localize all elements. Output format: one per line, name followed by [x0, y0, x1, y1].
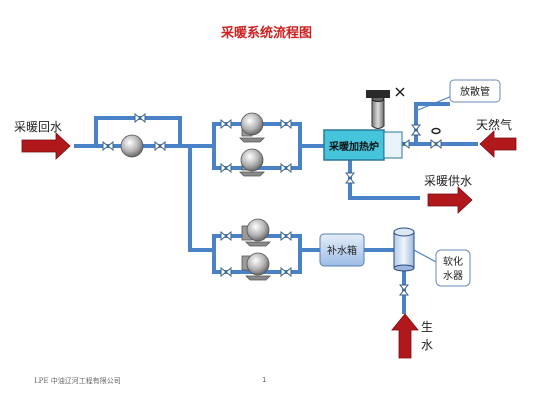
- natural-gas-label: 天然气: [476, 118, 513, 132]
- supply-arrow-icon: [427, 186, 473, 214]
- supply-water-label: 采暖供水: [424, 174, 473, 188]
- heater-box: [323, 129, 385, 161]
- flow-arrows: [21, 130, 517, 359]
- diagram-title: 采暖系统流程图: [220, 26, 312, 41]
- valves: [102, 112, 442, 296]
- filter-pump-icon: [120, 134, 144, 158]
- company-footer: LPE 中油辽河工程有限公司: [34, 377, 121, 385]
- makeup-tank-label: 补水箱: [327, 244, 357, 257]
- valve-icon: [154, 140, 166, 152]
- page-number: 1: [262, 376, 267, 384]
- valve-icon: [430, 138, 442, 150]
- pump-icon: [239, 148, 265, 177]
- return-arrow-icon: [21, 132, 71, 160]
- valve-icon: [280, 162, 292, 174]
- softener-callout: [435, 249, 471, 287]
- raw-water-arrow-icon: [391, 313, 419, 359]
- valve-icon: [220, 162, 232, 174]
- regulator-icon: [431, 127, 441, 135]
- softener-label-line1: 软化: [443, 255, 463, 268]
- valve-icon: [344, 172, 356, 184]
- chimney-icon: [366, 87, 405, 129]
- gas-arrow-icon: [479, 130, 517, 158]
- valve-icon: [398, 284, 410, 296]
- heater-label: 采暖加热炉: [328, 140, 379, 153]
- valve-icon: [280, 118, 292, 130]
- valve-icon: [410, 124, 422, 136]
- valve-icon: [220, 266, 232, 278]
- return-water-label: 采暖回水: [14, 120, 63, 134]
- pump-icon: [241, 218, 271, 247]
- softener-label-line2: 水器: [443, 270, 463, 282]
- vent-label: 放散管: [460, 85, 490, 98]
- heater-head: [383, 131, 403, 159]
- vent-pipe: [414, 102, 450, 146]
- vent-callout: [449, 79, 501, 103]
- raw-water-label: 生水: [420, 320, 433, 352]
- pumps: [120, 112, 271, 281]
- supply-pipe: [348, 158, 420, 200]
- valve-icon: [280, 266, 292, 278]
- valve-icon: [134, 112, 146, 124]
- valve-icon: [102, 140, 114, 152]
- pump-icon: [241, 252, 271, 281]
- softener-tank: [393, 227, 415, 272]
- makeup-tank: [319, 233, 365, 267]
- valve-icon: [220, 118, 232, 130]
- valve-icon: [220, 230, 232, 242]
- pump-icon: [239, 112, 265, 143]
- valve-icon: [280, 230, 292, 242]
